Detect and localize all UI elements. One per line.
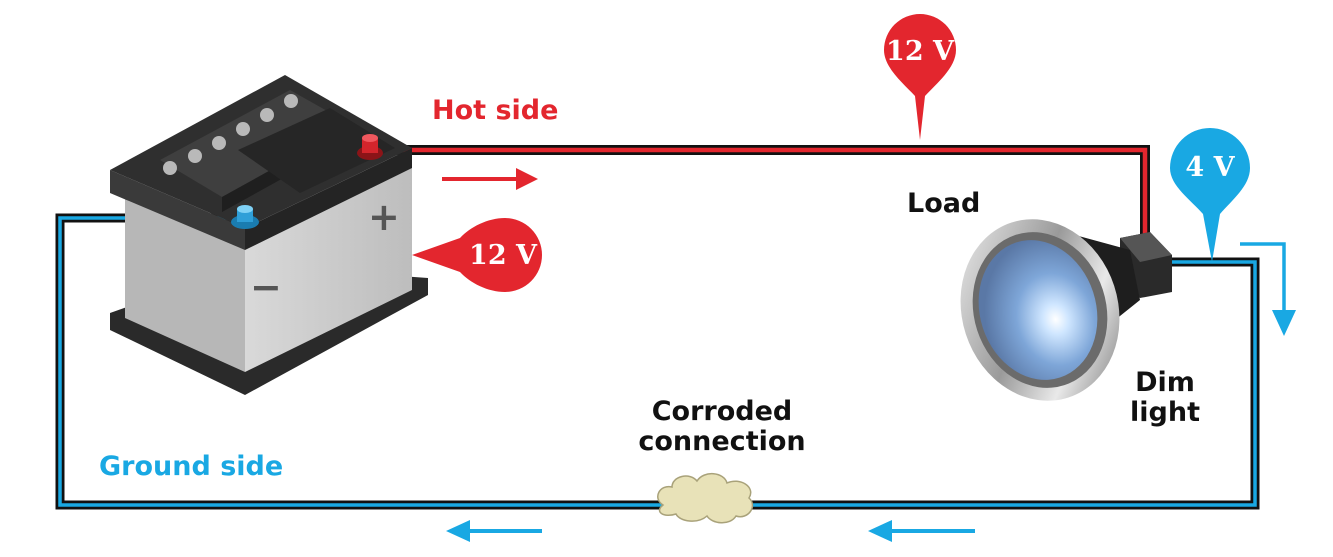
negative-terminal-icon [231,205,259,229]
hot-side-label: Hot side [432,95,559,126]
hot-wire [382,145,1150,235]
dim-light-label: Dim light [1120,368,1210,427]
car-battery-icon: + − [110,75,428,395]
load-voltage-text: 4 V [1185,152,1235,183]
corrosion-blob-icon [657,473,754,524]
ground-current-arrow-down [1240,242,1296,336]
ground-wire [55,213,1260,510]
ground-current-arrow-left-1 [868,520,975,542]
load-label: Load [907,188,981,219]
battery-voltage-badge: 12 V [412,218,542,292]
dim-line-1: Dim [1135,367,1195,398]
hot-current-arrow [442,168,538,190]
ground-side-label: Ground side [99,451,284,482]
top-voltage-badge: 12 V [884,14,956,140]
load-voltage-badge: 4 V [1170,128,1250,262]
corroded-line-1: Corroded [651,396,793,427]
positive-terminal-icon [357,134,383,160]
dim-line-2: light [1130,396,1200,428]
corroded-connection-label: Corroded connection [622,397,822,456]
headlamp-bulb-icon [960,219,1172,401]
top-voltage-text: 12 V [886,36,955,67]
ground-current-arrow-left-2 [446,520,542,542]
corroded-line-2: connection [638,425,806,457]
battery-negative-symbol: − [250,265,282,309]
battery-positive-symbol: + [368,195,400,239]
battery-voltage-text: 12 V [469,240,538,271]
